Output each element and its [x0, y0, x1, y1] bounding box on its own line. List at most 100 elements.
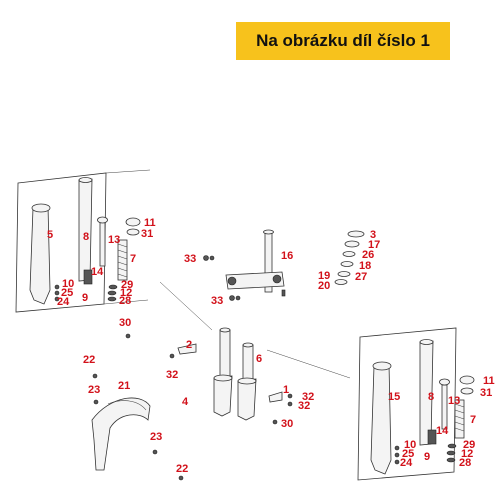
left-bolt-10	[54, 284, 60, 290]
stem-pin	[281, 289, 286, 297]
label-11: 11	[144, 217, 156, 229]
right-spring-coils	[454, 403, 465, 432]
label-6: 6	[256, 353, 262, 365]
label-4: 4	[182, 396, 189, 408]
left-oil-seal	[125, 217, 141, 227]
right-tube-cap	[419, 339, 434, 345]
bearing-3	[347, 230, 365, 238]
fender-screw-22-bottom	[178, 475, 184, 481]
label-10: 10	[62, 278, 74, 290]
screw-32-right-b	[287, 401, 293, 407]
left-tube-cap	[78, 177, 93, 183]
right-leg-top-seal	[372, 361, 392, 371]
right-washer-29	[447, 443, 457, 449]
bolt-33-bottom	[229, 295, 235, 301]
label-12: 12	[120, 287, 132, 299]
left-fork-assembly	[15, 169, 151, 313]
label-31-right: 31	[480, 387, 492, 399]
left-frame-bottom-edge	[103, 299, 149, 305]
label-22-top: 22	[83, 354, 95, 366]
label-14-right: 14	[436, 425, 449, 437]
fork-tube-6	[242, 344, 254, 382]
fork-leg-4-seal	[213, 374, 233, 382]
screw-30-top	[125, 333, 131, 339]
label-28: 28	[119, 295, 131, 307]
left-outer-leg	[29, 205, 51, 305]
label-25: 25	[61, 287, 73, 299]
label-27: 27	[355, 271, 367, 283]
right-assembly-frame	[357, 327, 457, 481]
bracket-right-clamp	[272, 274, 282, 284]
left-bolt-24	[54, 296, 60, 302]
fender-screw-22-top	[92, 373, 98, 379]
left-spring-coils	[117, 243, 128, 278]
label-18: 18	[359, 260, 371, 272]
right-fork-assembly	[357, 327, 475, 481]
label-9: 9	[82, 292, 88, 304]
label-32-right-b: 32	[298, 400, 310, 412]
fork-leg-6	[237, 378, 257, 421]
fender-screw-23-left	[93, 399, 99, 405]
front-fender	[91, 373, 184, 481]
label-5: 5	[47, 229, 53, 241]
fender-crease	[107, 400, 147, 411]
label-3: 3	[370, 229, 376, 241]
label-7: 7	[130, 253, 136, 265]
bracket-1	[268, 391, 283, 403]
label-30-top: 30	[119, 317, 131, 329]
bearing-stack	[334, 230, 365, 285]
label-19: 19	[318, 270, 330, 282]
connector-fork-to-right	[266, 349, 351, 379]
label-25-right: 25	[402, 448, 414, 460]
label-2: 2	[186, 339, 192, 351]
right-oil-seal	[459, 375, 475, 385]
label-1: 1	[283, 384, 289, 396]
label-10-right: 10	[404, 439, 416, 451]
bearing-27	[337, 271, 351, 277]
label-32-left: 32	[166, 369, 178, 381]
label-24: 24	[57, 296, 70, 308]
screw-30-bottom	[272, 419, 278, 425]
label-28-right: 28	[459, 457, 471, 469]
label-7-right: 7	[470, 414, 476, 426]
left-washer-28	[107, 296, 117, 302]
right-spring-seat	[427, 429, 437, 445]
label-9-right: 9	[424, 451, 430, 463]
fork-tube-4	[219, 329, 231, 379]
label-33-top: 33	[184, 253, 196, 265]
screw-32-left	[169, 353, 175, 359]
label-23-right: 23	[150, 431, 162, 443]
left-rod-top	[97, 216, 108, 224]
fork-leg-4	[213, 375, 233, 417]
part-number-banner: Na obrázku díl číslo 1	[236, 22, 450, 60]
left-washer-29	[108, 284, 118, 290]
fork-tube-6-top	[242, 342, 254, 348]
stem-lower-bracket	[225, 271, 285, 290]
right-washer-12	[446, 450, 456, 456]
label-33-bottom: 33	[211, 295, 223, 307]
nut-33-bottom	[235, 295, 241, 301]
banner-text: Na obrázku díl číslo 1	[256, 31, 430, 50]
label-13: 13	[108, 234, 120, 246]
label-14: 14	[91, 266, 104, 278]
fender-body	[91, 397, 151, 471]
right-dust-seal	[460, 387, 474, 395]
fork-tube-4-top	[219, 327, 231, 333]
bolt-33-top	[203, 255, 209, 261]
label-29: 29	[121, 279, 133, 291]
right-outer-leg	[370, 363, 392, 475]
label-20: 20	[318, 280, 330, 292]
bearing-17	[344, 240, 360, 248]
left-dust-seal	[126, 228, 140, 236]
left-damper-rod	[99, 221, 106, 267]
right-bolt-24	[394, 459, 400, 465]
screw-32-right-a	[287, 393, 293, 399]
fender-screw-23-right	[152, 449, 158, 455]
left-fork-spring	[117, 239, 128, 281]
label-16: 16	[281, 250, 293, 262]
left-spring-seat	[83, 269, 93, 285]
label-22-bottom: 22	[176, 463, 188, 475]
label-11-right: 11	[483, 375, 495, 387]
bracket-left-clamp	[227, 276, 237, 286]
